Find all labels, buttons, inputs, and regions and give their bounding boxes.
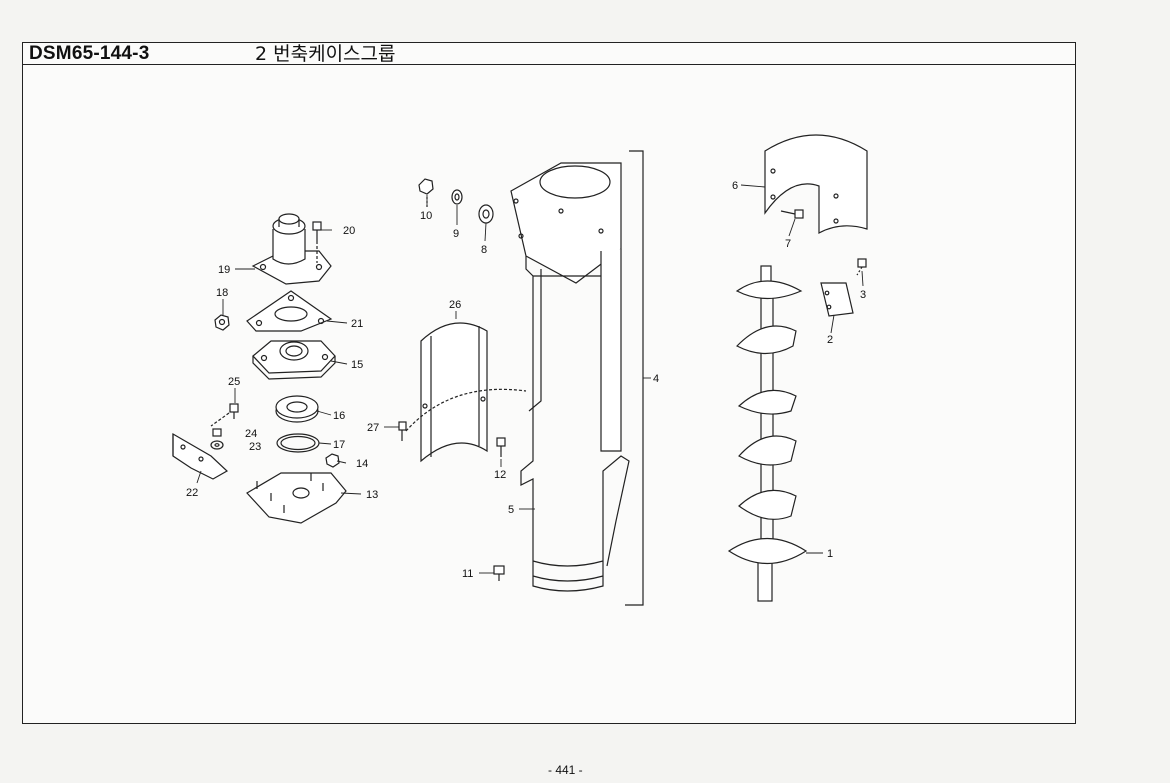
callout-6: 6: [732, 180, 738, 192]
part-8-washer: [478, 204, 494, 224]
callout-12: 12: [494, 469, 506, 481]
callout-7: 7: [785, 238, 791, 250]
part-1-auger-screw: [727, 265, 808, 602]
callout-numbers: 1 2 3 4 5 6 7 8 9 10 11 12 13 14 15 16 1…: [186, 180, 866, 580]
part-13-plate: [246, 472, 347, 524]
callout-17: 17: [333, 439, 345, 451]
callout-14: 14: [356, 458, 368, 470]
callout-15: 15: [351, 359, 363, 371]
part-21-gasket: [246, 290, 333, 332]
part-23-washer: [210, 440, 224, 450]
callout-leaders: [196, 184, 864, 574]
part-22-bracket: [172, 432, 229, 480]
part-15-flange-housing: [252, 340, 336, 380]
part-14-nut: [325, 453, 340, 468]
part-3-grease-fitting: [856, 258, 867, 276]
part-6-half-cover: [764, 134, 868, 235]
part-26-half-pipe: [420, 322, 488, 463]
callout-23: 23: [249, 441, 261, 453]
callout-19: 19: [218, 264, 230, 276]
part-2-plate: [820, 282, 854, 317]
callout-20: 20: [343, 225, 355, 237]
callout-9: 9: [453, 228, 459, 240]
callout-18: 18: [216, 287, 228, 299]
part-16-bearing: [275, 395, 319, 423]
callout-4: 4: [653, 373, 659, 385]
part-12-bolt: [496, 437, 506, 457]
part-7-bolt: [780, 209, 804, 219]
callout-26: 26: [449, 299, 461, 311]
callout-10: 10: [420, 210, 432, 222]
part-19-shaft-holder: [251, 213, 332, 285]
callout-25: 25: [228, 376, 240, 388]
part-5-main-housing: [510, 162, 630, 592]
callout-24: 24: [245, 428, 257, 440]
drawing-code: DSM65-144-3: [29, 43, 150, 64]
callout-27: 27: [367, 422, 379, 434]
part-18-nut: [214, 314, 230, 331]
part-17-snap-ring: [276, 433, 320, 453]
part-25-bolt: [210, 403, 239, 427]
exploded-parts-diagram: 1 2 3 4 5 6 7 8 9 10 11 12 13 14 15 16 1…: [172, 134, 868, 606]
callout-5: 5: [508, 504, 514, 516]
callout-1: 1: [827, 548, 833, 560]
part-27-bolt: [398, 388, 527, 441]
callout-11: 11: [462, 568, 473, 580]
callout-13: 13: [366, 489, 378, 501]
part-24-nut: [212, 428, 222, 437]
callout-22: 22: [186, 487, 198, 499]
assembly-4-bracket: [625, 150, 644, 606]
callout-8: 8: [481, 244, 487, 256]
part-11-bolt: [493, 565, 505, 581]
part-9-spring-washer: [451, 189, 463, 205]
sheet-header: DSM65-144-3 2 번축케이스그룹: [23, 43, 1075, 65]
callout-21: 21: [351, 318, 363, 330]
page-number: - 441 -: [548, 763, 583, 777]
part-10-nut: [418, 178, 434, 209]
callout-3: 3: [860, 289, 866, 301]
callout-16: 16: [333, 410, 345, 422]
parts-sheet: DSM65-144-3 2 번축케이스그룹: [22, 42, 1076, 724]
part-20-bolt: [312, 221, 322, 263]
drawing-title: 2 번축케이스그룹: [255, 43, 396, 65]
callout-2: 2: [827, 334, 833, 346]
